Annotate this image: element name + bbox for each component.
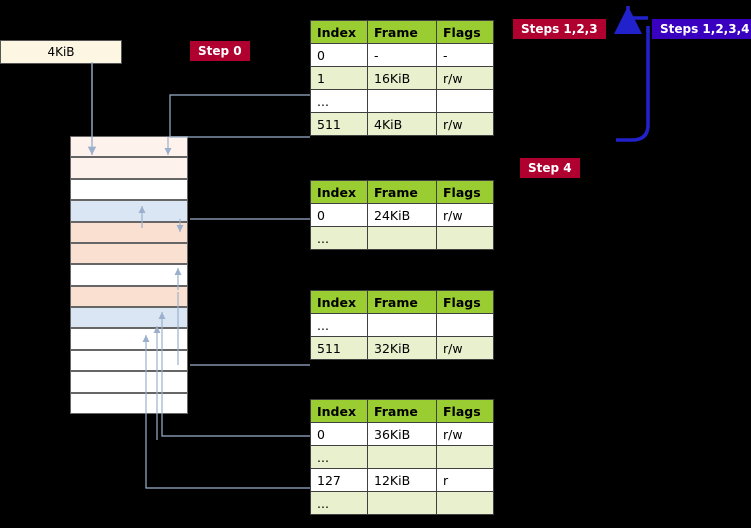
cell-index: 0 — [310, 422, 368, 446]
cell-flags — [436, 226, 494, 250]
memory-frame-row — [70, 328, 188, 350]
cell-flags — [436, 445, 494, 469]
column-header-flags: Flags — [436, 20, 494, 44]
cell-index: 127 — [310, 468, 368, 492]
cell-index: 511 — [310, 336, 368, 360]
memory-frame-row — [70, 200, 188, 222]
step-4-badge: Step 4 — [520, 158, 580, 178]
column-header-flags: Flags — [436, 399, 494, 423]
column-header-index: Index — [310, 290, 368, 314]
step-0-badge: Step 0 — [190, 41, 250, 61]
cell-frame: 16KiB — [367, 66, 437, 90]
cell-frame — [367, 89, 437, 113]
cell-index: 0 — [310, 43, 368, 67]
cell-index: ... — [310, 313, 368, 337]
memory-frame-row — [70, 285, 188, 308]
cell-index: ... — [310, 445, 368, 469]
cell-flags: r/w — [436, 336, 494, 360]
cell-index: ... — [310, 491, 368, 515]
memory-frame-row — [70, 136, 188, 158]
table-row: ... — [310, 445, 494, 469]
table-row: ... — [310, 491, 494, 515]
table-row: 0-- — [310, 43, 494, 67]
cell-index: ... — [310, 226, 368, 250]
cell-index: ... — [310, 89, 368, 113]
cell-frame: 32KiB — [367, 336, 437, 360]
steps-1234-badge: Steps 1,2,3,4 — [652, 19, 751, 39]
physical-memory-column — [70, 136, 190, 414]
table-row: ... — [310, 89, 494, 113]
cell-frame — [367, 313, 437, 337]
frame-size-label: 4KiB — [47, 45, 75, 59]
cell-frame: 36KiB — [367, 422, 437, 446]
column-header-index: Index — [310, 20, 368, 44]
cell-frame — [367, 445, 437, 469]
cell-flags: r/w — [436, 112, 494, 136]
cell-flags — [436, 491, 494, 515]
cell-index: 1 — [310, 66, 368, 90]
column-header-frame: Frame — [367, 290, 437, 314]
cell-flags — [436, 313, 494, 337]
cell-index: 511 — [310, 112, 368, 136]
cell-flags — [436, 89, 494, 113]
cell-index: 0 — [310, 203, 368, 227]
column-header-frame: Frame — [367, 20, 437, 44]
cell-flags: r — [436, 468, 494, 492]
memory-frame-row — [70, 392, 188, 414]
cell-flags: r/w — [436, 203, 494, 227]
column-header-frame: Frame — [367, 180, 437, 204]
cell-frame — [367, 491, 437, 515]
cell-flags: r/w — [436, 422, 494, 446]
cell-flags: - — [436, 43, 494, 67]
cell-frame: 4KiB — [367, 112, 437, 136]
cell-frame: 12KiB — [367, 468, 437, 492]
cell-frame: 24KiB — [367, 203, 437, 227]
table-row: ... — [310, 226, 494, 250]
memory-frame-row — [70, 371, 188, 393]
memory-frame-row — [70, 221, 188, 243]
column-header-index: Index — [310, 399, 368, 423]
memory-frame-row — [70, 242, 188, 265]
memory-frame-row — [70, 178, 188, 201]
steps-123-badge: Steps 1,2,3 — [513, 19, 606, 39]
column-header-index: Index — [310, 180, 368, 204]
memory-frame-row — [70, 349, 188, 372]
frame-size-box: 4KiB — [0, 40, 122, 64]
cell-frame — [367, 226, 437, 250]
memory-frame-row — [70, 157, 188, 179]
table-row: ... — [310, 313, 494, 337]
cell-frame: - — [367, 43, 437, 67]
column-header-flags: Flags — [436, 180, 494, 204]
memory-frame-row — [70, 307, 188, 329]
column-header-frame: Frame — [367, 399, 437, 423]
memory-frame-row — [70, 264, 188, 286]
cell-flags: r/w — [436, 66, 494, 90]
column-header-flags: Flags — [436, 290, 494, 314]
